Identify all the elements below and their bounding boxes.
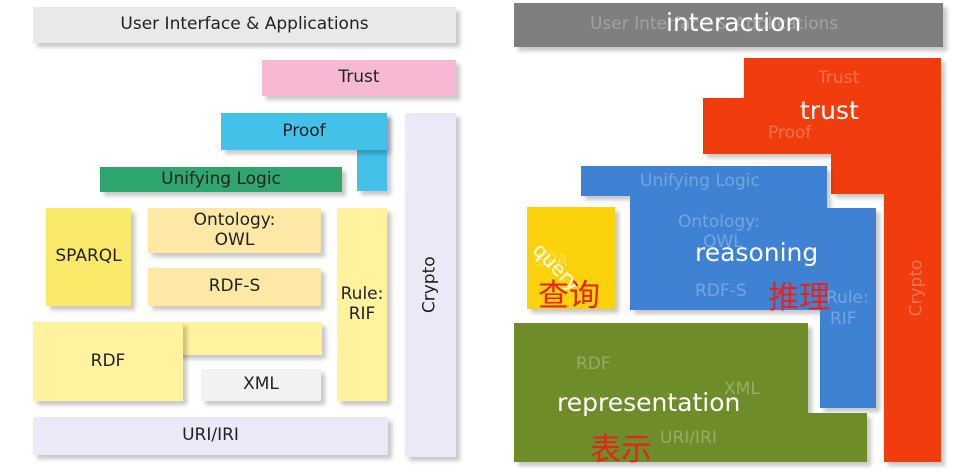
representation-chinese-label: 表示 bbox=[590, 432, 652, 468]
rdf-label: RDF bbox=[90, 350, 126, 371]
reasoning-region-rule bbox=[820, 208, 876, 408]
representation-region-top bbox=[514, 323, 808, 413]
owl-label: OWL bbox=[214, 229, 255, 250]
ghost-rif-label: RIF bbox=[830, 309, 857, 329]
crypto-layer: Crypto bbox=[405, 113, 456, 457]
query-chinese-label: 查询 bbox=[538, 278, 600, 314]
ghost-xml-label: XML bbox=[724, 379, 760, 399]
rif-label: RIF bbox=[348, 303, 376, 324]
interaction-label: interaction bbox=[666, 8, 802, 37]
sparql-layer: SPARQL bbox=[46, 208, 131, 306]
ui-applications-layer: User Interface & Applications bbox=[33, 7, 456, 43]
crypto-label: Crypto bbox=[419, 256, 440, 314]
ontology-layer: Ontology: OWL bbox=[148, 208, 321, 253]
reasoning-chinese-label: 推理 bbox=[768, 280, 830, 316]
ghost-owl-label: OWL bbox=[703, 232, 743, 252]
xml-label: XML bbox=[243, 374, 279, 395]
ghost-crypto-label: Crypto bbox=[906, 259, 927, 317]
ghost-sparql-label: SPA bbox=[536, 251, 568, 271]
ghost-uri-iri-label: URI/IRI bbox=[660, 428, 717, 448]
ghost-unifying-logic-label: Unifying Logic bbox=[640, 171, 760, 191]
ghost-ontology-label: Ontology: bbox=[678, 212, 760, 232]
trust-region-top bbox=[744, 58, 941, 98]
ghost-rdf-label: RDF bbox=[576, 354, 611, 374]
ghost-rule-label: Rule: bbox=[826, 288, 869, 308]
trust-category-label: trust bbox=[800, 96, 859, 125]
rdfs-layer: RDF-S bbox=[148, 268, 321, 306]
sparql-label: SPARQL bbox=[55, 246, 122, 267]
representation-label: representation bbox=[557, 388, 741, 417]
trust-label: Trust bbox=[338, 67, 380, 88]
proof-layer: Proof bbox=[221, 113, 387, 150]
trust-region-right bbox=[831, 154, 941, 194]
query-region bbox=[527, 207, 615, 309]
rule-rif-layer: Rule: RIF bbox=[337, 208, 387, 401]
ghost-proof-label: Proof bbox=[768, 123, 812, 143]
reasoning-label: reasoning bbox=[695, 238, 819, 267]
rdfs-label: RDF-S bbox=[208, 276, 261, 297]
reasoning-region-top bbox=[581, 166, 827, 196]
ghost-rdfs-label: RDF-S bbox=[695, 281, 747, 301]
interaction-region bbox=[514, 3, 943, 47]
trust-region-pillar bbox=[884, 194, 941, 462]
trust-region-middle bbox=[703, 98, 941, 154]
unifying-logic-label: Unifying Logic bbox=[161, 168, 281, 189]
proof-label: Proof bbox=[282, 120, 326, 141]
ghost-trust-label: Trust bbox=[818, 68, 860, 88]
uri-iri-label: URI/IRI bbox=[182, 425, 239, 446]
rdf-layer: RDF bbox=[33, 322, 183, 401]
representation-region-bottom bbox=[514, 413, 867, 462]
reasoning-region-main bbox=[630, 196, 827, 310]
trust-layer: Trust bbox=[262, 60, 456, 96]
ontology-label: Ontology: bbox=[193, 209, 276, 230]
rule-label: Rule: bbox=[340, 283, 384, 304]
unifying-logic-layer: Unifying Logic bbox=[100, 167, 342, 192]
xml-layer: XML bbox=[201, 369, 321, 401]
uri-iri-layer: URI/IRI bbox=[33, 417, 388, 455]
ui-applications-label: User Interface & Applications bbox=[120, 14, 369, 35]
ghost-ui-applications-label: User Interface & Applications bbox=[590, 14, 839, 34]
